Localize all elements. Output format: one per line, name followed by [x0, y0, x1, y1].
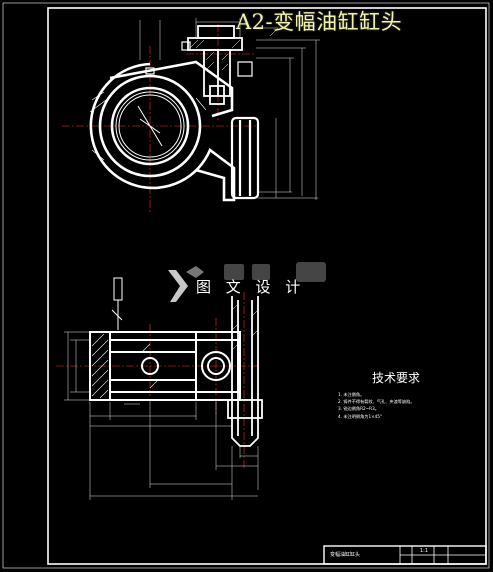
watermark-text: 图 文 设 计 — [196, 278, 306, 296]
title-block-frame — [323, 545, 487, 565]
front-view — [56, 277, 263, 500]
tech-requirements-title: 技术要求 — [372, 371, 421, 385]
tech-requirement-item: 3. 锐边倒角R2~R3。 — [338, 406, 379, 412]
tech-requirement-item: 4. 未注明倒角为1×45° — [338, 413, 383, 419]
top-view — [62, 18, 320, 214]
watermark-logo — [168, 262, 326, 302]
tech-requirements-list: 1. 未注倒角。 2. 铸件不得有裂纹、气孔、夹渣等缺陷。 3. 锐边倒角R2~… — [338, 391, 415, 420]
drawing-title: A2-变幅油缸缸头 — [236, 10, 403, 34]
title-block-part-name: 变幅油缸缸头 — [330, 552, 361, 558]
title-block-scale: 1:1 — [420, 548, 429, 554]
tech-requirement-item: 2. 铸件不得有裂纹、气孔、夹渣等缺陷。 — [338, 399, 415, 405]
tech-requirement-item: 1. 未注倒角。 — [338, 392, 365, 397]
